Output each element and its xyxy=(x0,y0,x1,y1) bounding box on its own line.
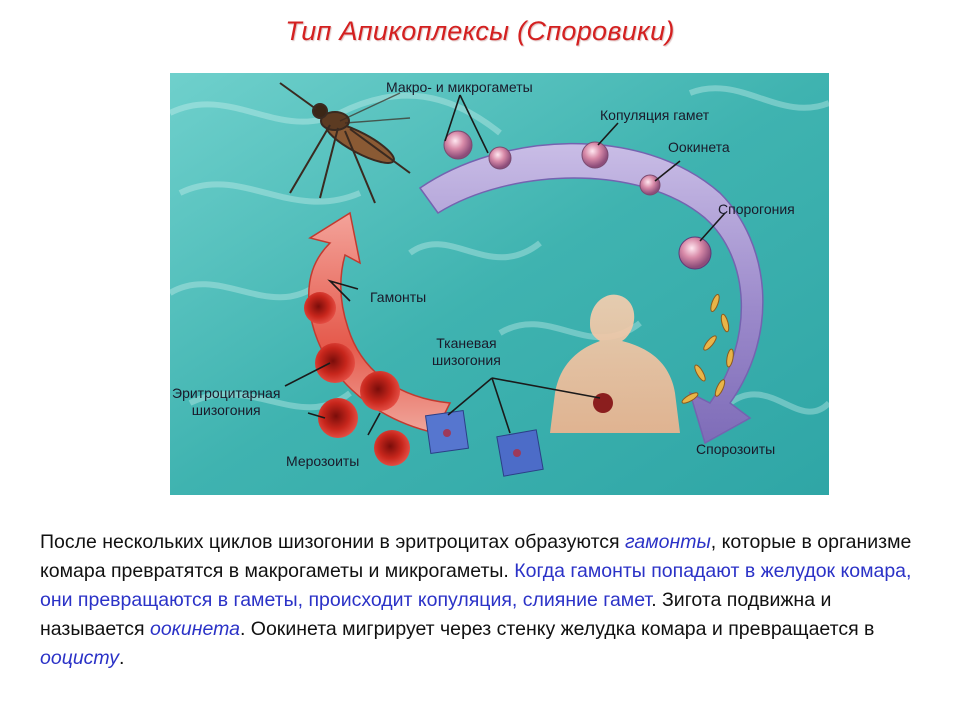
label-tissue-schizogony-line2: шизогония xyxy=(432,352,501,368)
term-oocyst: ооцисту xyxy=(40,647,119,669)
red-blood-cells xyxy=(304,292,410,466)
label-ookinete: Оокинета xyxy=(668,139,730,155)
label-merozoites: Мерозоиты xyxy=(286,453,360,469)
label-copulation: Копуляция гамет xyxy=(600,107,710,123)
life-cycle-illustration xyxy=(170,73,829,495)
sporozoite-field xyxy=(681,293,734,404)
text-part-5: . Зигота подвижна и называется xyxy=(40,589,832,640)
teal-background xyxy=(170,73,829,495)
text-part-1: После нескольких циклов шизогонии в эрит… xyxy=(40,531,626,553)
label-gamonts: Гамонты xyxy=(370,289,427,305)
label-erythrocytic-schizogony: Эритроцитарная шизогония xyxy=(172,385,280,419)
label-tissue-schizogony-line1: Тканевая xyxy=(436,335,497,351)
term-gamonts: гамонты xyxy=(625,531,711,553)
label-erythro-line1: Эритроцитарная xyxy=(172,385,281,401)
term-ookinete: оокинета xyxy=(149,618,240,640)
slide-title: Тип Апикоплексы (Споровики) xyxy=(285,16,675,46)
label-tissue-schizogony: Тканевая шизогония xyxy=(432,335,501,369)
leader-lines xyxy=(284,94,726,436)
human-silhouette xyxy=(550,294,680,433)
mosquito xyxy=(279,82,411,204)
text-part-3: , которые в организме комара превратятся… xyxy=(40,531,912,582)
text-highlight-gametes: Когда гамонты попадают в желудок комара,… xyxy=(40,560,912,611)
text-part-7: . Оокинета мигрирует через стенку желудк… xyxy=(239,618,875,640)
label-sporogony: Спорогония xyxy=(718,201,795,217)
label-gametes: Макро- и микрогаметы xyxy=(386,79,533,95)
label-sporozoites: Спорозоиты xyxy=(696,441,776,457)
text-part-9: . xyxy=(119,647,125,669)
description-paragraph: После нескольких циклов шизогонии в эрит… xyxy=(40,528,920,673)
label-erythro-line2: шизогония xyxy=(191,402,261,418)
gamete-cells xyxy=(443,130,712,270)
liver-cells xyxy=(424,409,544,477)
sporogony-ring-arc xyxy=(418,142,764,445)
life-cycle-diagram: Макро- и микрогаметы Копуляция гамет Оок… xyxy=(170,73,829,495)
